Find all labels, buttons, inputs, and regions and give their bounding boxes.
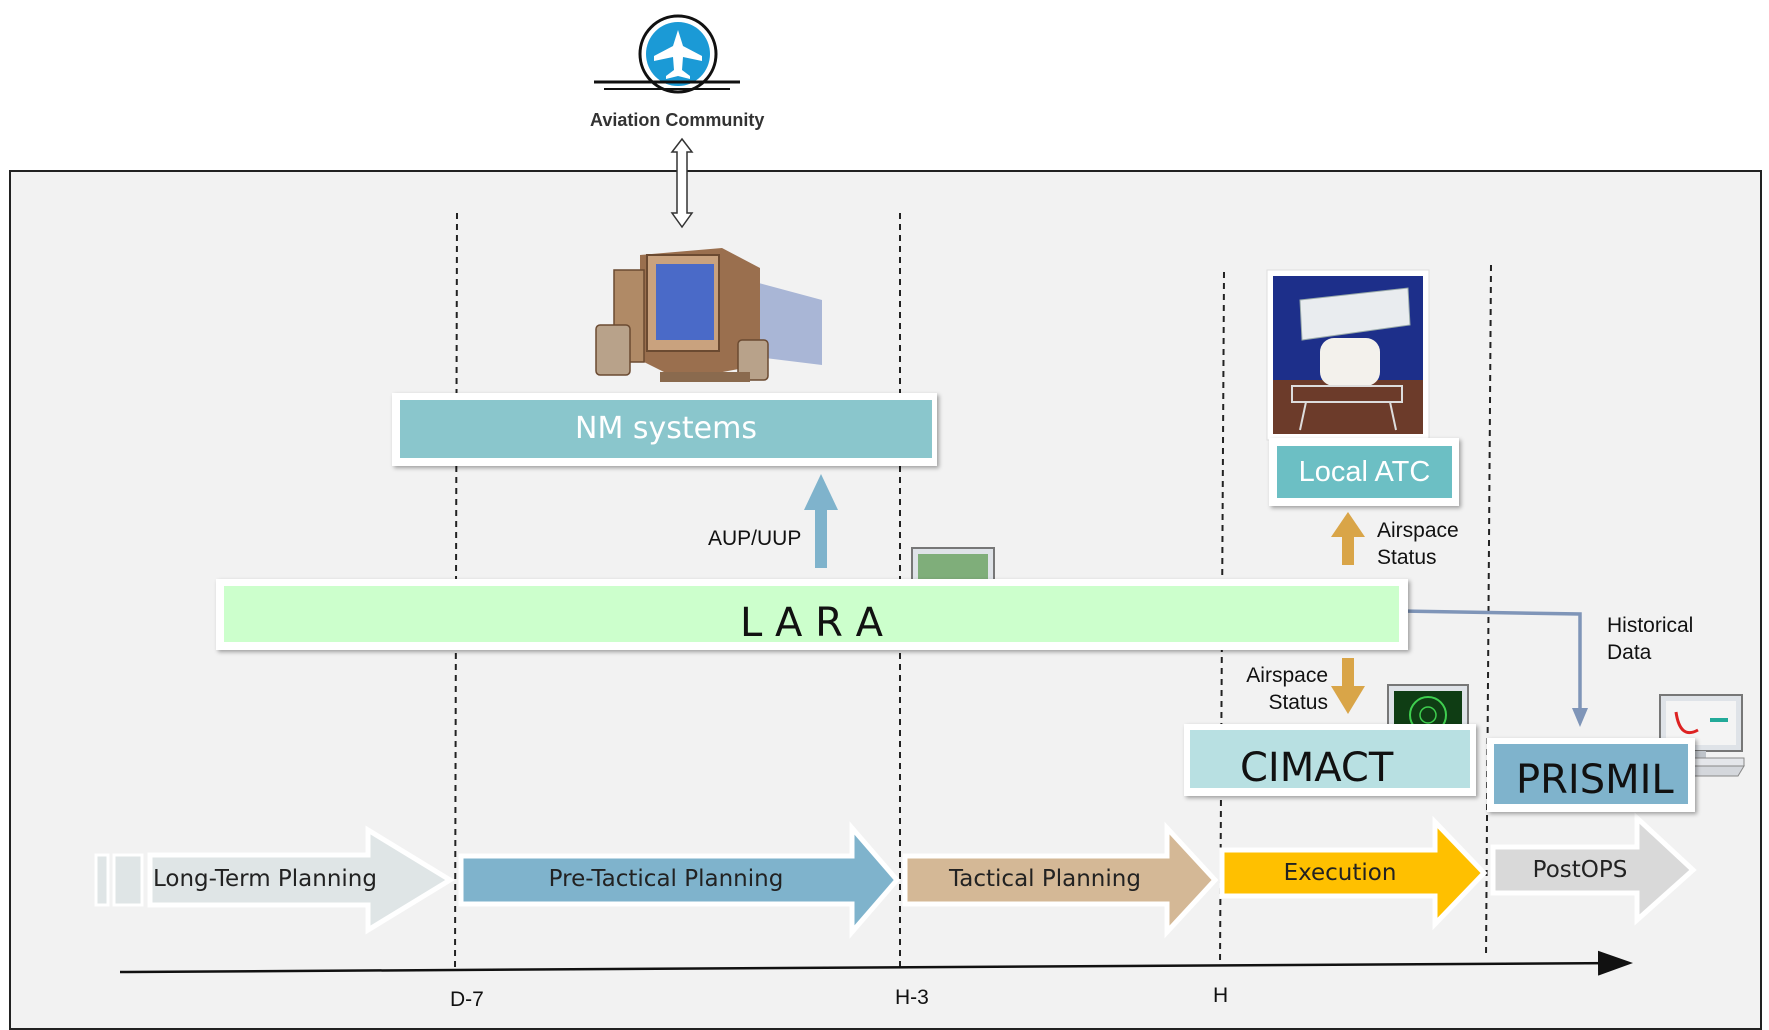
phase-arrow-long-term [94,825,455,935]
aup-uup-arrow [804,474,838,568]
tick-h3: H-3 [895,986,929,1009]
airspace-status-down-label: Airspace Status [1246,664,1328,714]
prismil-box: PRISMIL [1494,744,1688,804]
lara-label: L A R A [740,600,883,646]
phase-label-postops: PostOPS [1532,857,1628,883]
local-atc-label: Local ATC [1298,456,1431,488]
tick-h: H [1213,984,1229,1007]
phase-arrow-pre-tactical [458,821,901,939]
cimact-box: CIMACT [1190,730,1470,791]
local-atc-box: Local ATC [1277,446,1452,498]
tick-d7: D-7 [450,988,484,1011]
nm-systems-label: NM systems [575,411,757,446]
historical-data-label: Historical Data [1607,614,1694,664]
prismil-label: PRISMIL [1516,757,1674,803]
radar-photo [1266,269,1430,441]
airspace-status-up-arrow [1331,512,1365,565]
phase-label-tactical: Tactical Planning [949,866,1141,892]
aviation-community-label: Aviation Community [590,110,765,130]
nm-systems-box: NM systems [400,400,932,458]
airspace-status-up-label: Airspace Status [1377,519,1459,569]
prismil-workstation-icon [1657,694,1745,777]
historical-data-arrow [1399,609,1588,727]
phase-label-pre-tactical: Pre-Tactical Planning [548,866,784,892]
phase-arrow-execution [1219,815,1488,931]
cimact-label: CIMACT [1240,745,1394,791]
aviation-exchange-arrow [670,137,694,229]
phase-label-execution: Execution [1283,860,1397,886]
timeline-axis [119,950,1633,976]
aup-uup-label: AUP/UUP [708,527,802,550]
airspace-status-down-arrow [1331,658,1365,714]
lara-box: L A R A [224,586,1399,646]
nm-computer-icon [595,248,822,382]
airplane-icon [594,14,740,94]
phase-label-long-term: Long-Term Planning [153,866,377,892]
phase-arrow-tactical [902,821,1219,939]
phase-arrow-postops [1490,812,1697,926]
